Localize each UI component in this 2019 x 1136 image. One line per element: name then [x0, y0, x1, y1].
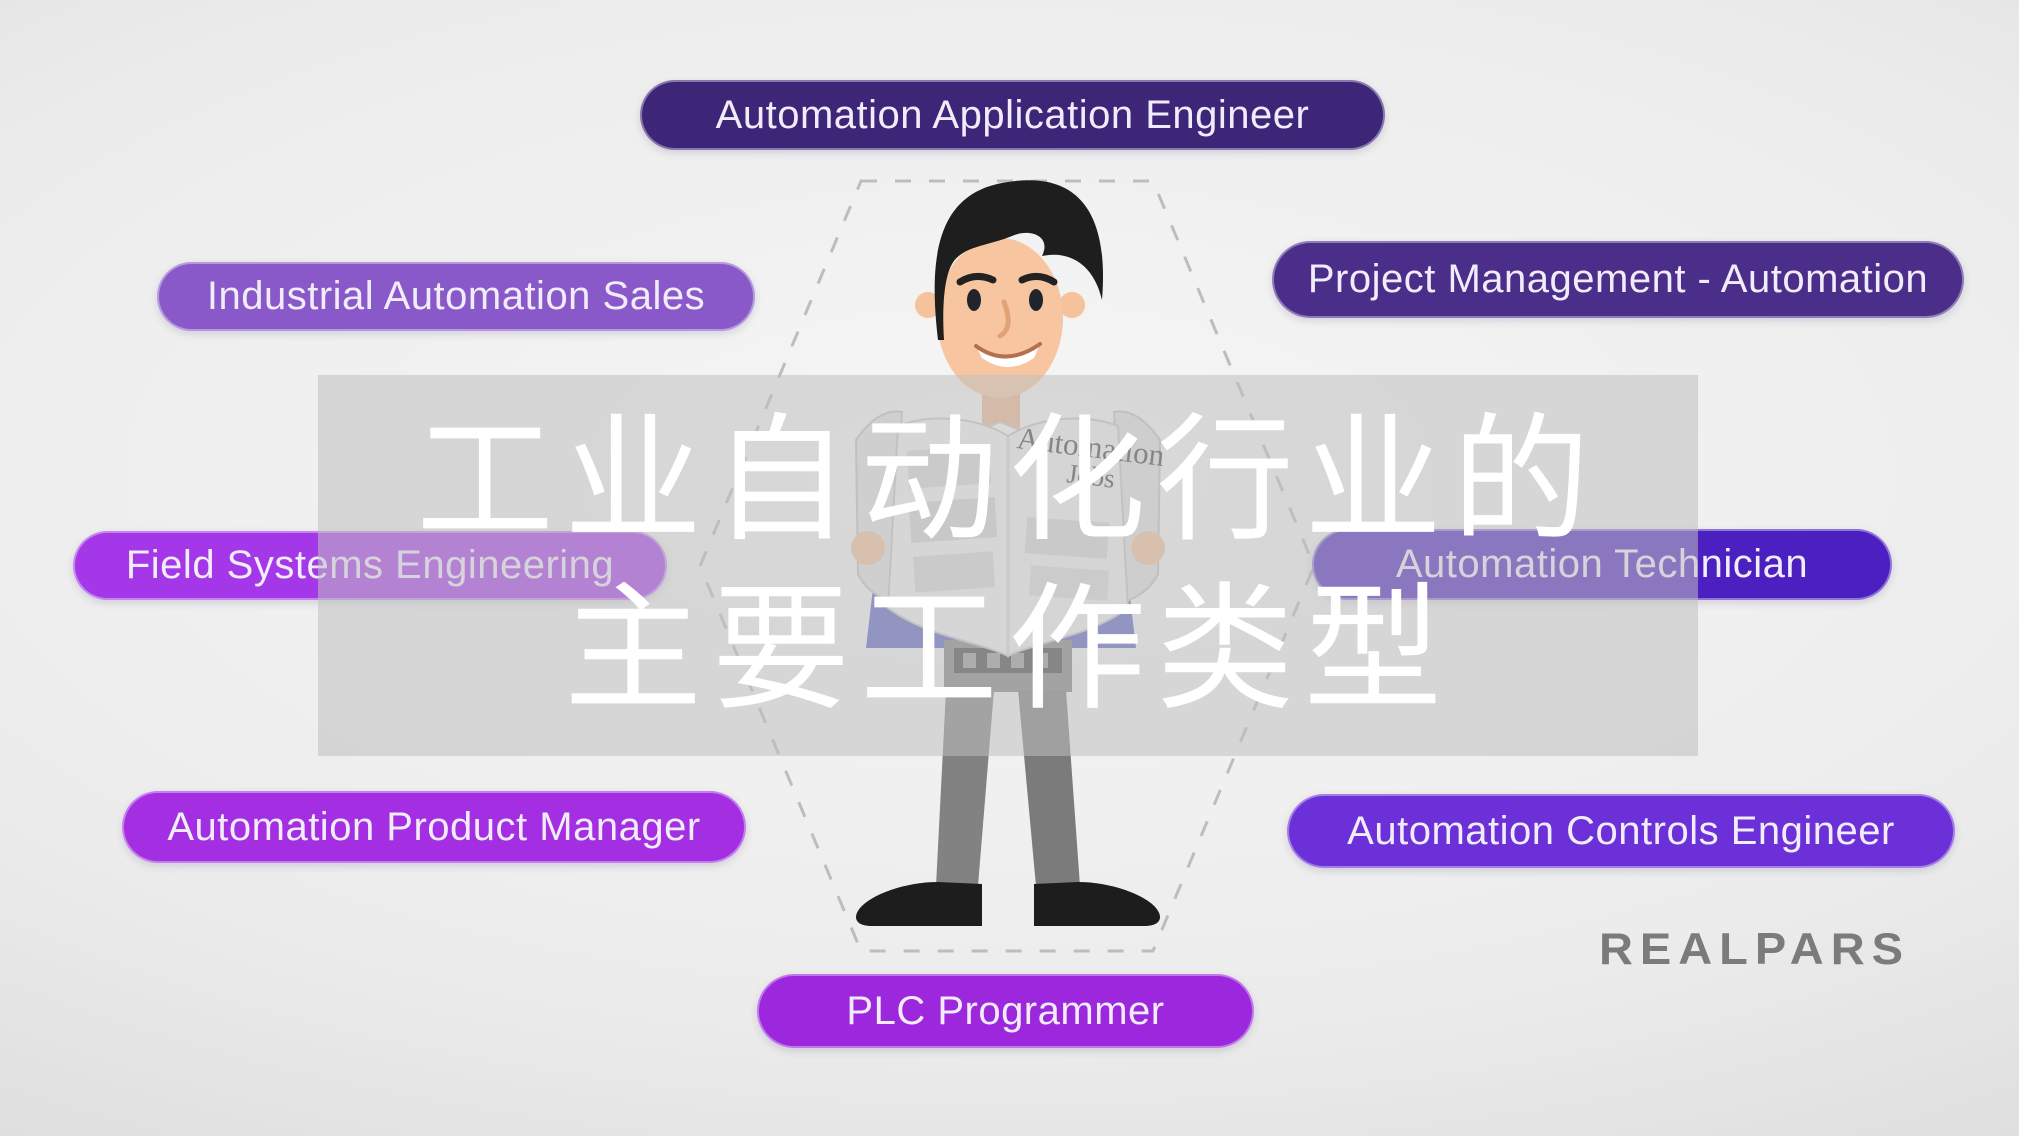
subtitle-line-2: 主要工作类型 — [563, 568, 1452, 730]
job-label-automation-controls-engineer: Automation Controls Engineer — [1287, 794, 1955, 868]
right-shoe — [1034, 882, 1160, 926]
job-label-text: Project Management - Automation — [1307, 257, 1929, 301]
subtitle-overlay: 工业自动化行业的 主要工作类型 — [318, 375, 1698, 756]
job-label-text: Automation Product Manager — [167, 804, 701, 849]
job-label-plc-programmer: PLC Programmer — [757, 974, 1254, 1048]
hair — [934, 180, 1104, 340]
job-label-text: Automation Application Engineer — [715, 92, 1310, 137]
job-label-text: Automation Controls Engineer — [1347, 808, 1895, 853]
subtitle-line-1: 工业自动化行业的 — [415, 400, 1600, 562]
job-label-automation-product-manager: Automation Product Manager — [122, 791, 746, 863]
left-shoe — [856, 882, 982, 926]
job-label-industrial-automation-sales: Industrial Automation Sales — [157, 262, 755, 331]
face — [937, 238, 1063, 398]
realpars-logo: REALPARS — [1598, 922, 1910, 974]
job-label-text: Industrial Automation Sales — [206, 274, 706, 318]
hexagon-outline — [698, 179, 1316, 953]
job-label-text: PLC Programmer — [846, 988, 1165, 1033]
job-label-project-management-automation: Project Management - Automation — [1272, 241, 1964, 318]
job-label-automation-application-engineer: Automation Application Engineer — [640, 80, 1385, 150]
